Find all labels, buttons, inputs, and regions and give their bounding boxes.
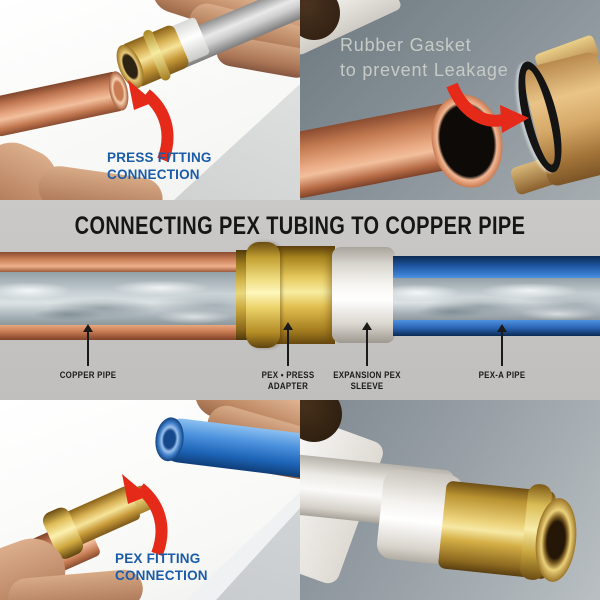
label-copper-pipe: COPPER PIPE [22,370,154,381]
panel-press-fitting-product-photo [300,400,600,600]
thin-up-arrow-icon [362,322,372,366]
caption-line: CONNECTION [115,568,208,583]
pex-a-pipe-cutaway [393,256,600,336]
panel-pex-fitting-photo: PEX FITTING CONNECTION [0,400,300,600]
label-pex-a-pipe: PEX-A PIPE [436,370,568,381]
label-line: PEX • PRESS [261,370,315,380]
caption-line: PEX FITTING [115,551,201,566]
label-expansion-pex-sleeve: EXPANSION PEX SLEEVE [301,370,433,392]
thin-up-arrow-icon [497,324,507,366]
label-line: SLEEVE [350,381,384,391]
label-line: PEX-A PIPE [478,370,526,380]
copper-pipe-cutaway [0,252,243,340]
curved-red-arrow-icon [128,80,174,163]
pex-wall-top [393,256,600,278]
note-line: to prevent Leakage [340,60,509,80]
water-flow [393,278,600,320]
label-line: EXPANSION PEX [333,370,401,380]
caption-line: PRESS FITTING [107,150,212,165]
copper-wall-top [0,252,243,272]
copper-pipe-photo [0,70,125,138]
pex-fitting-caption: PEX FITTING CONNECTION [115,550,208,584]
water-flow [0,272,243,325]
panel-rubber-gasket-photo: Rubber Gasket to prevent Leakage [300,0,600,200]
thin-up-arrow-icon [83,324,93,366]
press-fitting-caption: PRESS FITTING CONNECTION [107,149,212,183]
panel-press-fitting-photo: PRESS FITTING CONNECTION [0,0,300,200]
rubber-gasket-note: Rubber Gasket to prevent Leakage [340,33,509,83]
curved-red-arrow-icon [122,474,168,557]
thin-up-arrow-icon [283,322,293,366]
label-line: ADAPTER [267,381,309,391]
note-line: Rubber Gasket [340,35,472,55]
pex-wall-bottom [393,320,600,336]
label-pex-press-adapter: PEX • PRESS ADAPTER [222,370,354,392]
curved-red-arrow-icon [446,82,529,133]
copper-wall-bottom [0,325,243,340]
adapter-collar-ring [246,242,280,348]
panel-diagram: CONNECTING PEX TUBING TO COPPER PIPE COP… [0,200,600,400]
label-line: COPPER PIPE [59,370,117,380]
caption-line: CONNECTION [107,167,200,182]
diagram-title: CONNECTING PEX TUBING TO COPPER PIPE [74,212,526,240]
